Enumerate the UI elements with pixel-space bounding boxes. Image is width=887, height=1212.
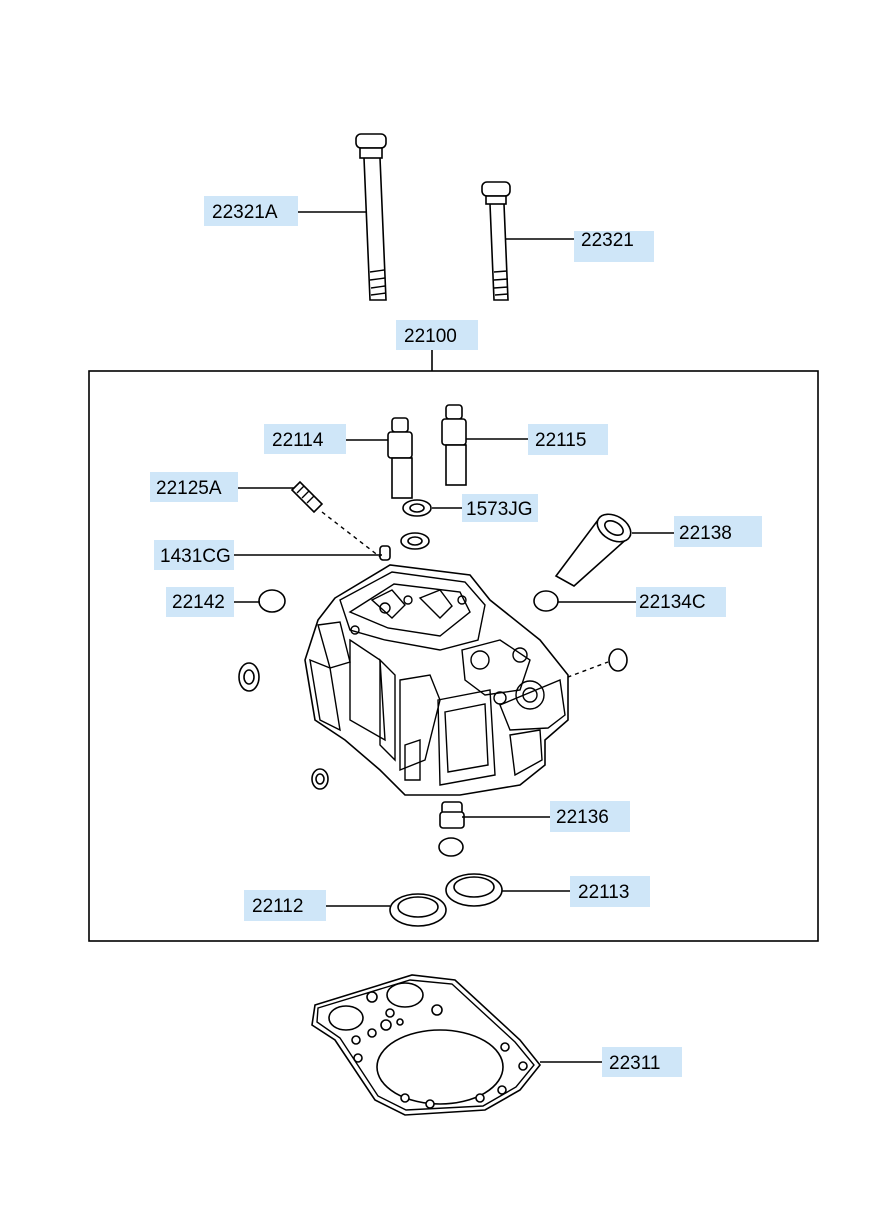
part-label-22136[interactable]: 22136 [556, 807, 609, 828]
valve-seat-exhaust-icon [445, 873, 503, 907]
label-bg-22136 [550, 801, 630, 832]
label-bg-22311 [602, 1047, 682, 1077]
valve-seat-icon [389, 893, 447, 927]
label-bg-22134C [636, 587, 726, 617]
label-bg-22100 [396, 320, 478, 350]
label-bg-1573JG [462, 494, 538, 522]
part-label-1573JG[interactable]: 1573JG [466, 499, 533, 520]
part-label-22125A[interactable]: 22125A [156, 478, 222, 499]
part-label-22114[interactable]: 22114 [272, 430, 324, 451]
tube-icon [554, 513, 632, 587]
part-label-22100[interactable]: 22100 [404, 326, 457, 347]
label-bg-22321 [574, 231, 654, 262]
valve-guide-exhaust-icon [441, 404, 467, 486]
valve-seal-icon [400, 499, 432, 550]
part-label-22142[interactable]: 22142 [172, 592, 225, 613]
part-label-22138[interactable]: 22138 [679, 523, 732, 544]
part-label-22112[interactable]: 22112 [252, 896, 303, 917]
cylinder-head-body-icon [304, 564, 569, 796]
bolt-long-icon [355, 133, 387, 301]
leader-lines [234, 211, 676, 1063]
part-label-22321[interactable]: 22321 [581, 230, 634, 251]
cap-plug-icon [258, 589, 286, 613]
bolt-short-icon [481, 181, 511, 301]
label-bg-22142 [166, 587, 234, 617]
valve-guide-intake-icon [387, 417, 413, 499]
part-label-22134C[interactable]: 22134C [639, 592, 706, 613]
label-bg-22125A [150, 472, 238, 502]
part-label-22321A[interactable]: 22321A [212, 202, 278, 223]
label-bg-22115 [528, 424, 608, 455]
plug-bottom-icon [438, 801, 465, 857]
label-bg-22138 [674, 516, 762, 547]
label-bg-22114 [264, 424, 346, 454]
label-bg-22321A [204, 196, 298, 226]
label-bg-22113 [570, 876, 650, 907]
part-label-22113[interactable]: 22113 [578, 882, 629, 903]
dowel-pin-icon [379, 545, 391, 561]
stud-icon [290, 480, 324, 514]
part-label-22115[interactable]: 22115 [535, 430, 586, 451]
head-gasket-icon [311, 974, 542, 1116]
plug-side-icons [238, 648, 628, 790]
label-bg-1431CG [154, 540, 234, 570]
label-bg-22112 [244, 890, 326, 921]
part-label-22311[interactable]: 22311 [609, 1053, 660, 1074]
cylinder-head-frame [88, 370, 819, 942]
o-ring-icon [533, 590, 559, 612]
part-label-1431CG[interactable]: 1431CG [160, 546, 231, 567]
